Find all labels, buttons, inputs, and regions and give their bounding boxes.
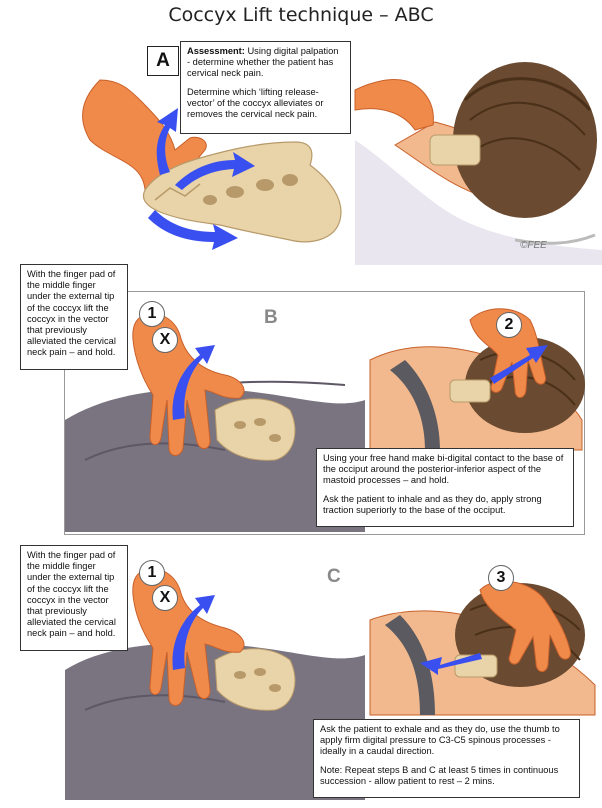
panel-b-note-p1: Using your free hand make bi-digital con…	[323, 453, 564, 486]
panel-c-right-illustration	[369, 580, 596, 716]
vector-text: Determine which ‘lifting release-vector’…	[187, 86, 324, 120]
assessment-lead: Assessment:	[187, 46, 245, 56]
panel-b-x-mark: X	[152, 327, 178, 353]
panel-a-letter: A	[147, 46, 179, 76]
panel-b-step-1: 1	[139, 301, 165, 327]
panel-a: A Assessment: Using digital palpation - …	[0, 0, 602, 265]
panel-c-note-p1: Ask the patient to exhale and as they do…	[320, 724, 560, 757]
assessment-text: Using digital palpation - determine whet…	[187, 46, 339, 79]
page-title: Coccyx Lift technique – ABC	[168, 4, 434, 26]
signature: ©FEE	[520, 240, 547, 251]
panel-b-step-2: 2	[496, 312, 522, 338]
panel-c-x-mark: X	[152, 585, 178, 611]
panel-a-neck-illustration	[354, 62, 602, 265]
panel-b-right-illustration	[369, 308, 585, 451]
panel-b-note-p2: Ask the patient to inhale and as they do…	[323, 493, 542, 515]
panel-b-letter: B	[264, 307, 278, 328]
panel-a-assessment-box: Assessment: Using digital palpation - de…	[180, 41, 351, 134]
panel-b-right-note: Using your free hand make bi-digital con…	[316, 448, 574, 527]
panel-c-step-3: 3	[488, 565, 514, 591]
panel-c-letter: C	[327, 566, 341, 587]
panel-c-step-1: 1	[139, 560, 165, 586]
panel-c-left-note: With the finger pad of the middle finger…	[20, 545, 128, 651]
panel-a-coccyx-illustration	[82, 79, 342, 250]
panel-c-note-p2: Note: Repeat steps B and C at least 5 ti…	[320, 764, 559, 786]
panel-b-left-note: With the finger pad of the middle finger…	[20, 264, 128, 370]
panel-c-right-note: Ask the patient to exhale and as they do…	[313, 719, 580, 798]
